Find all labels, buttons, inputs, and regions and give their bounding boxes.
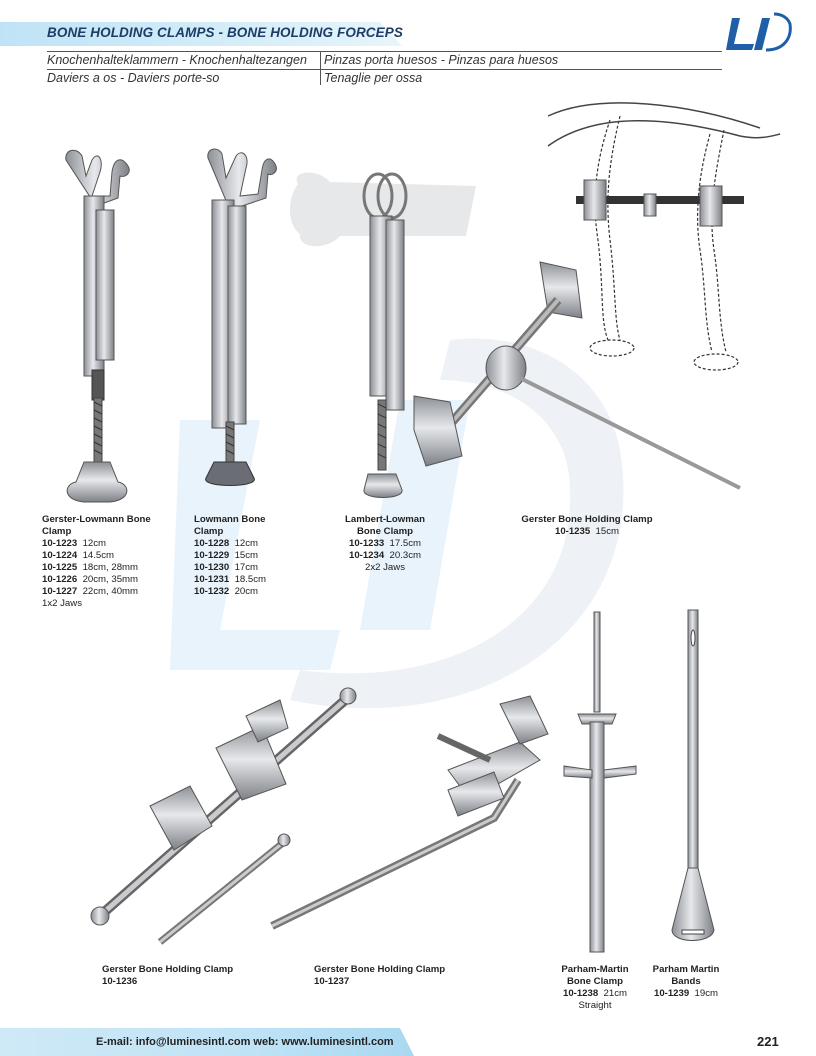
catalog-size: 15cm	[234, 550, 259, 561]
catalog-code: 10-1229	[194, 550, 230, 561]
catalog-code: 10-1235	[554, 526, 591, 537]
lowmann-clamp-image	[205, 148, 277, 486]
catalog-entry: 10-1229 15cm	[194, 550, 266, 562]
gerster-lowmann-clamp-image	[65, 149, 130, 503]
footer-bar	[0, 1028, 414, 1056]
parham-martin-bands-image	[671, 609, 715, 941]
catalog-code: 10-1231	[194, 574, 230, 585]
product-caption-parham-martin-bands: Parham Martin Bands 10-1239 19cm	[646, 964, 726, 1000]
catalog-entry: 10-1226 20cm, 35mm	[42, 574, 151, 586]
catalog-entry: 10-1235 15cm	[512, 526, 662, 538]
product-caption-gerster-1237: Gerster Bone Holding Clamp 10-1237	[314, 964, 445, 988]
catalog-size: 15cm	[595, 526, 620, 537]
product-name-line: Bone Clamp	[357, 526, 413, 537]
catalog-code: 10-1225	[42, 562, 78, 573]
catalog-size: 21cm	[603, 988, 628, 999]
brand-logo	[726, 12, 792, 52]
catalog-code: 10-1232	[194, 586, 230, 597]
catalog-entry: 10-1228 12cm	[194, 538, 266, 550]
product-name-line: Gerster-Lowmann Bone	[42, 514, 151, 525]
catalog-entry: 10-1224 14.5cm	[42, 550, 151, 562]
catalog-size: 22cm, 40mm	[82, 586, 139, 597]
catalog-entry: 10-1239 19cm	[646, 988, 726, 1000]
product-note: 2x2 Jaws	[365, 562, 405, 573]
product-name-line: Clamp	[42, 526, 72, 537]
subtitle-italian: Tenaglie per ossa	[324, 71, 423, 85]
product-name-line: Bands	[671, 976, 701, 987]
catalog-entry: 10-1238 21cm	[552, 988, 638, 1000]
product-caption-gerster-lowmann: Gerster-Lowmann Bone Clamp 10-1223 12cm …	[42, 514, 151, 610]
product-name-line: Gerster Bone Holding Clamp	[314, 964, 446, 975]
product-name-line: Parham-Martin	[561, 964, 629, 975]
product-name-line: Clamp	[194, 526, 224, 537]
title-bar	[0, 22, 402, 46]
catalog-entry: 10-1231 18.5cm	[194, 574, 266, 586]
catalog-entry: 10-1223 12cm	[42, 538, 151, 550]
subtitle-german: Knochenhalteklammern - Knochenhaltezange…	[47, 53, 307, 67]
catalog-entry: 10-1233 17.5cm	[336, 538, 434, 550]
product-note: 1x2 Jaws	[42, 598, 82, 609]
catalog-size: 12cm	[234, 538, 259, 549]
product-caption-parham-martin-clamp: Parham-Martin Bone Clamp 10-1238 21cm St…	[552, 964, 638, 1012]
catalog-size: 18cm, 28mm	[82, 562, 139, 573]
product-caption-lambert-lowman: Lambert-Lowman Bone Clamp 10-1233 17.5cm…	[336, 514, 434, 574]
header-column-separator	[320, 52, 321, 85]
header-rule-1	[47, 51, 722, 52]
catalog-code: 10-1226	[42, 574, 78, 585]
catalog-code: 10-1237	[314, 976, 350, 987]
page-title: BONE HOLDING CLAMPS - BONE HOLDING FORCE…	[47, 25, 403, 40]
catalog-size: 20cm	[234, 586, 259, 597]
header-rule-2	[47, 69, 722, 70]
catalog-entry: 10-1225 18cm, 28mm	[42, 562, 151, 574]
catalog-size: 17.5cm	[389, 538, 422, 549]
subtitle-french: Daviers a os - Daviers porte-so	[47, 71, 220, 85]
catalog-code: 10-1224	[42, 550, 78, 561]
product-name-line: Bone Clamp	[567, 976, 623, 987]
footer-contact: E-mail: info@luminesintl.com web: www.lu…	[96, 1036, 394, 1048]
catalog-code: 10-1223	[42, 538, 78, 549]
product-name-line: Gerster Bone Holding Clamp	[102, 964, 234, 975]
catalog-code: 10-1228	[194, 538, 230, 549]
gerster-clamp-1236-image	[90, 687, 357, 945]
product-name-line: Parham Martin	[652, 964, 720, 975]
catalog-entry: 10-1234 20.3cm	[336, 550, 434, 562]
catalog-size: 14.5cm	[82, 550, 115, 561]
catalog-size: 12cm	[82, 538, 107, 549]
gerster-clamp-1237-image	[270, 695, 549, 930]
product-name-line: Lowmann Bone	[194, 514, 266, 525]
catalog-code: 10-1230	[194, 562, 230, 573]
product-caption-gerster-1235: Gerster Bone Holding Clamp 10-1235 15cm	[512, 514, 662, 538]
catalog-code: 10-1227	[42, 586, 78, 597]
page-number: 221	[757, 1034, 779, 1049]
catalog-code: 10-1238	[562, 988, 599, 999]
parham-martin-clamp-image	[563, 611, 637, 953]
catalog-entry: 10-1227 22cm, 40mm	[42, 586, 151, 598]
catalog-size: 20.3cm	[389, 550, 422, 561]
catalog-code: 10-1236	[102, 976, 138, 987]
product-name-line: Lambert-Lowman	[345, 514, 425, 525]
lambert-lowman-clamp-image	[290, 172, 476, 498]
catalog-size: 18.5cm	[234, 574, 267, 585]
product-note: Straight	[578, 1000, 612, 1011]
catalog-code: 10-1234	[348, 550, 385, 561]
catalog-size: 20cm, 35mm	[82, 574, 139, 585]
subtitle-spanish: Pinzas porta huesos - Pinzas para huesos	[324, 53, 559, 67]
gerster-clamp-1235-image	[413, 102, 781, 490]
product-caption-gerster-1236: Gerster Bone Holding Clamp 10-1236	[102, 964, 233, 988]
catalog-code: 10-1233	[348, 538, 385, 549]
catalog-size: 19cm	[694, 988, 719, 999]
product-name-line: Gerster Bone Holding Clamp	[521, 514, 653, 525]
product-caption-lowmann: Lowmann Bone Clamp 10-1228 12cm 10-1229 …	[194, 514, 266, 598]
catalog-entry: 10-1232 20cm	[194, 586, 266, 598]
catalog-code: 10-1239	[653, 988, 690, 999]
catalog-size: 17cm	[234, 562, 259, 573]
catalog-entry: 10-1230 17cm	[194, 562, 266, 574]
